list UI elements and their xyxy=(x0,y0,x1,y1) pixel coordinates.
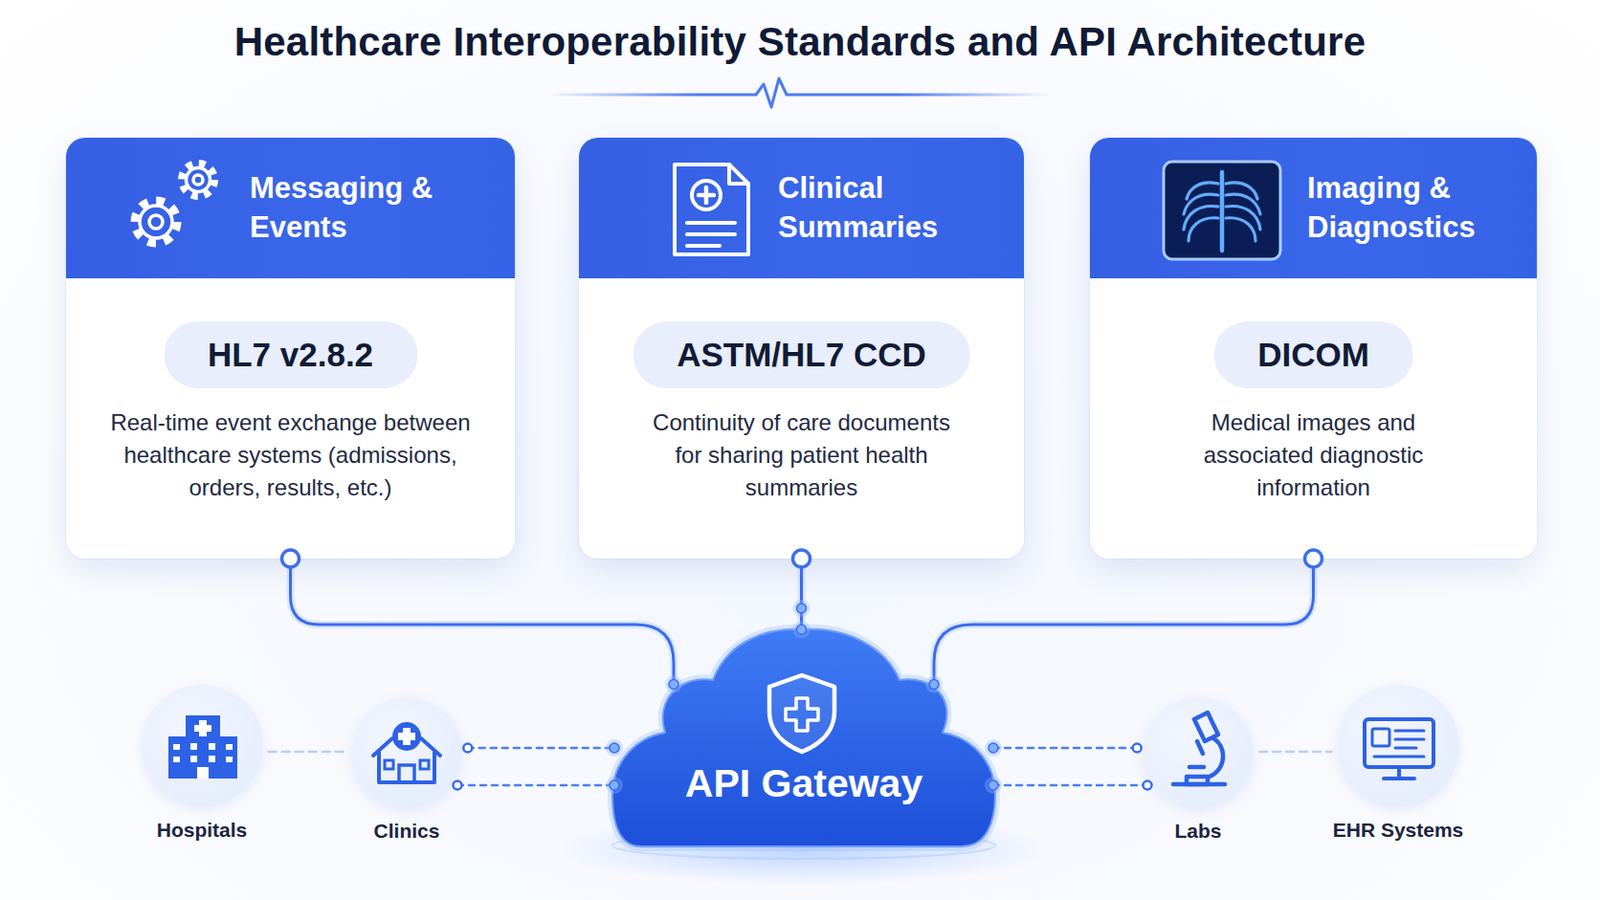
connector xyxy=(1259,751,1332,755)
gateway-label: API Gateway xyxy=(612,761,996,807)
system-circle: EHR Systems xyxy=(1336,685,1460,808)
diagram-title: Healthcare Interoperability Standards an… xyxy=(0,19,1600,66)
connector-glow xyxy=(290,558,675,686)
card-heading: Messaging & Events xyxy=(249,137,480,279)
cloud-body xyxy=(612,629,996,847)
system-circle: Clinics xyxy=(351,697,463,809)
connector-glow xyxy=(933,558,1314,686)
system-circle: Labs xyxy=(1142,697,1254,809)
system-label: Hospitals xyxy=(156,819,248,843)
card-header-band xyxy=(1089,137,1537,279)
cloud-glow xyxy=(612,629,996,847)
connector-end-dot xyxy=(1133,744,1142,754)
gateway-cloud: API Gateway xyxy=(612,627,996,847)
card-header-band xyxy=(66,137,515,279)
standard-pill: ASTM/HL7 CCD xyxy=(632,321,971,389)
connector-glow xyxy=(798,558,806,630)
standard-card: Imaging & DiagnosticsMedical images and … xyxy=(1089,137,1537,559)
connector-end-dot xyxy=(452,781,462,791)
connector-end-dot xyxy=(609,743,620,754)
card-description: Medical images and associated diagnostic… xyxy=(1183,406,1445,505)
system-label: Labs xyxy=(1174,820,1222,844)
connector xyxy=(933,558,1314,686)
connector-mid-dot xyxy=(797,603,807,614)
card-description: Continuity of care documents for sharing… xyxy=(647,406,956,505)
standard-card: Clinical SummariesContinuity of care doc… xyxy=(578,137,1024,559)
connector-end-dot-glow xyxy=(605,739,623,757)
connector xyxy=(993,784,1148,788)
connector xyxy=(993,747,1137,751)
connector-end-dot xyxy=(463,744,472,754)
connector-mid-dot-glow xyxy=(793,600,811,618)
standard-pill: HL7 v2.8.2 xyxy=(163,321,418,389)
system-label: EHR Systems xyxy=(1333,819,1465,843)
standard-name: DICOM xyxy=(1257,335,1370,375)
standard-name: HL7 v2.8.2 xyxy=(207,335,374,375)
system-circle: Hospitals xyxy=(140,685,264,808)
standard-card: Messaging & EventsReal-time event exchan… xyxy=(66,137,515,559)
card-header-band xyxy=(578,137,1024,279)
connector-end-dot-glow xyxy=(984,739,1002,757)
system-label: Clinics xyxy=(374,820,441,844)
heartbeat-line-part xyxy=(545,78,1051,108)
connector xyxy=(800,558,803,630)
card-description: Real-time event exchange between healthc… xyxy=(93,406,489,505)
heartbeat-line xyxy=(545,78,1051,108)
card-heading: Clinical Summaries xyxy=(777,137,994,279)
connector xyxy=(467,747,615,751)
connector xyxy=(290,558,675,686)
connector xyxy=(457,784,615,788)
connector-end-dot xyxy=(988,743,999,754)
standard-name: ASTM/HL7 CCD xyxy=(676,335,927,375)
standard-pill: DICOM xyxy=(1213,321,1414,389)
card-heading: Imaging & Diagnostics xyxy=(1307,137,1513,279)
cloud-shape xyxy=(612,627,996,847)
connector xyxy=(268,751,346,755)
